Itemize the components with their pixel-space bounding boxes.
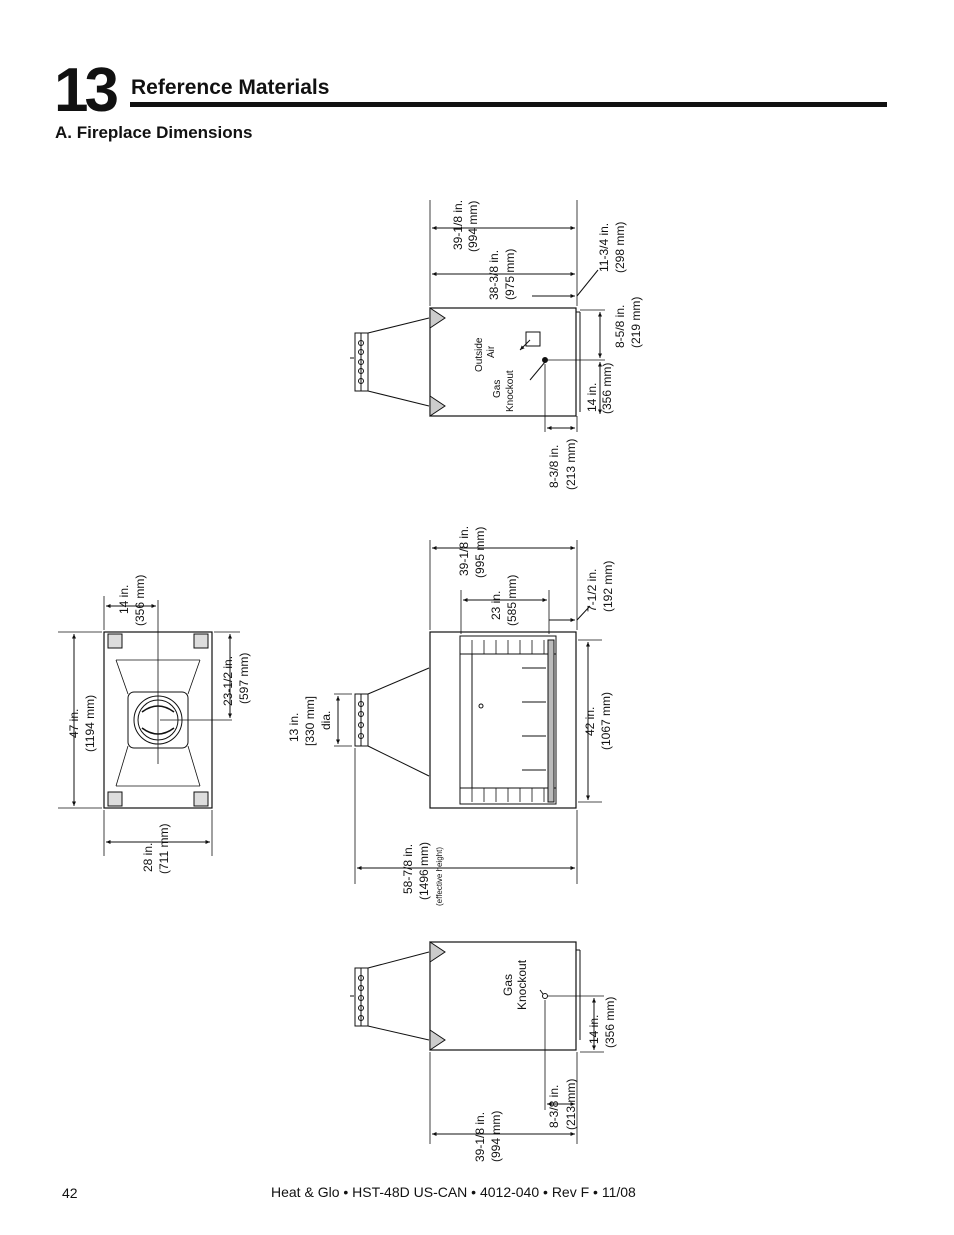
- side-dim-center: 14 in.: [117, 585, 131, 614]
- title-rule: [130, 102, 887, 107]
- top-dim-overall-mm: (994 mm): [466, 201, 480, 252]
- side-view: [58, 596, 240, 856]
- front-view-labels: 39-1/8 in. (995 mm) 23 in. (585 mm) 7-1/…: [287, 526, 615, 906]
- front-dim-right-offset: 7-1/2 in.: [585, 569, 599, 612]
- bottom-dim-overall: 39-1/8 in.: [473, 1112, 487, 1162]
- section-title: A. Fireplace Dimensions: [55, 123, 253, 142]
- front-dim-overall: 39-1/8 in.: [457, 526, 471, 576]
- front-dim-effective: 58-7/8 in.: [401, 844, 415, 894]
- top-dim-bottom: 8-3/8 in.: [547, 445, 561, 488]
- top-dim-right-low: 14 in.: [585, 383, 599, 412]
- front-dim-height-mm: (1067 mm): [599, 692, 613, 750]
- side-dim-width-mm: (711 mm): [157, 824, 171, 874]
- front-dim-effective-note: (effective height): [435, 847, 444, 906]
- front-dim-overall-mm: (995 mm): [473, 527, 487, 578]
- top-dim-overall: 39-1/8 in.: [451, 200, 465, 250]
- front-dim-opening: 23 in.: [489, 591, 503, 620]
- bottom-view: [350, 941, 604, 1144]
- side-dim-center-mm: (356 mm): [133, 575, 147, 626]
- front-dim-collar-dia: dia.: [319, 711, 333, 730]
- top-dim-right-mid-mm: (219 mm): [629, 297, 643, 348]
- bottom-label-gas: Gas: [501, 974, 515, 996]
- document-footer: Heat & Glo • HST-48D US-CAN • 4012-040 •…: [271, 1184, 636, 1200]
- front-dim-height: 42 in.: [583, 707, 597, 736]
- top-label-knockout: Knockout: [505, 370, 516, 412]
- side-dim-depth-right-mm: (597 mm): [237, 653, 251, 704]
- chapter-title: Reference Materials: [131, 76, 330, 99]
- chapter-number: 13: [54, 56, 119, 125]
- top-dim-right-top: 11-3/4 in.: [597, 223, 611, 272]
- top-label-gas: Gas: [492, 380, 503, 398]
- top-view: [350, 200, 605, 432]
- front-dim-collar: 13 in.: [287, 713, 301, 742]
- front-dim-opening-mm: (585 mm): [505, 575, 519, 626]
- bottom-view-labels: Gas Knockout 14 in. (356 mm) 8-3/8 in. (…: [473, 959, 617, 1162]
- bottom-dim-bottom: 8-3/8 in.: [547, 1085, 561, 1128]
- top-dim-back: 38-3/8 in.: [487, 250, 501, 300]
- side-dim-width: 28 in.: [141, 843, 155, 872]
- side-dim-depth-right: 23-1/2 in.: [221, 656, 235, 706]
- top-dim-back-mm: (975 mm): [503, 249, 517, 300]
- bottom-dim-right: 14 in.: [587, 1015, 601, 1044]
- front-dim-effective-mm: (1496 mm): [417, 842, 431, 900]
- top-label-outside-air-2: Air: [486, 345, 497, 358]
- top-view-labels: 39-1/8 in. (994 mm) 38-3/8 in. (975 mm) …: [451, 200, 643, 490]
- side-view-labels: 47 in. (1194 mm) 14 in. (356 mm) 23-1/2 …: [67, 575, 251, 874]
- side-dim-height: 47 in.: [67, 709, 81, 738]
- top-dim-right-mid: 8-5/8 in.: [613, 305, 627, 348]
- top-dim-bottom-mm: (213 mm): [564, 439, 578, 490]
- top-label-outside-air: Outside: [474, 337, 485, 372]
- front-dim-collar-mm: [330 mm]: [303, 696, 317, 746]
- top-dim-right-top-mm: (298 mm): [613, 222, 627, 273]
- side-dim-height-mm: (1194 mm): [83, 695, 97, 752]
- page-number: 42: [62, 1185, 78, 1201]
- bottom-label-knockout: Knockout: [515, 959, 529, 1010]
- front-dim-right-offset-mm: (192 mm): [601, 561, 615, 612]
- front-view: [334, 540, 602, 884]
- top-dim-right-low-mm: (356 mm): [600, 363, 614, 414]
- bottom-dim-right-mm: (356 mm): [603, 997, 617, 1048]
- bottom-dim-bottom-mm: (213 mm): [564, 1079, 578, 1130]
- bottom-dim-overall-mm: (994 mm): [489, 1111, 503, 1162]
